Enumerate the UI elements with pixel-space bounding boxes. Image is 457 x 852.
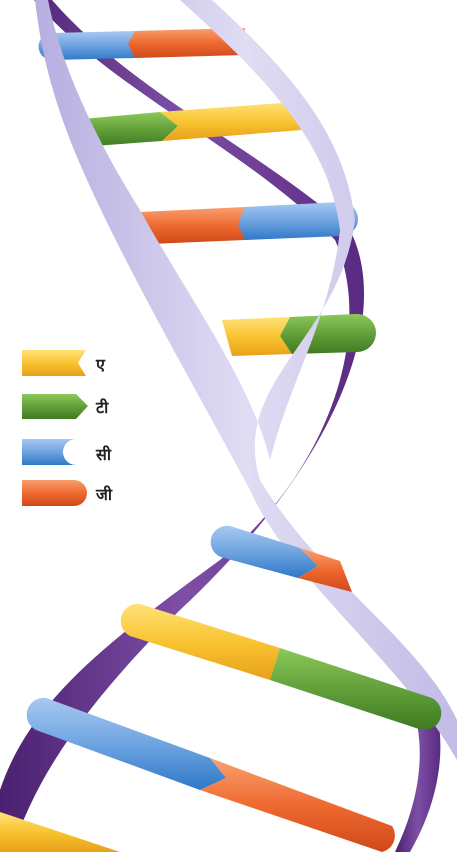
- legend: ए टी सी जी: [22, 350, 113, 506]
- legend-swatch-t: [22, 394, 88, 419]
- legend-swatch-g: [22, 480, 87, 506]
- base-pair-rung-2: [72, 102, 302, 147]
- legend-item-a: ए: [22, 350, 106, 376]
- base-pair-rung-7: [27, 698, 395, 852]
- legend-swatch-a: [22, 350, 86, 376]
- base-pair-rung-1: [39, 28, 246, 60]
- legend-item-c: सी: [22, 439, 112, 465]
- base-pair-rung-3: [140, 202, 358, 244]
- legend-item-t: टी: [22, 394, 109, 419]
- base-pair-rung-8: [0, 812, 120, 852]
- legend-label-c: सी: [95, 445, 112, 464]
- legend-label-t: टी: [95, 398, 109, 417]
- legend-label-a: ए: [95, 355, 106, 374]
- legend-item-g: जी: [22, 480, 113, 506]
- legend-label-g: जी: [95, 485, 113, 504]
- legend-swatch-c: [22, 439, 76, 465]
